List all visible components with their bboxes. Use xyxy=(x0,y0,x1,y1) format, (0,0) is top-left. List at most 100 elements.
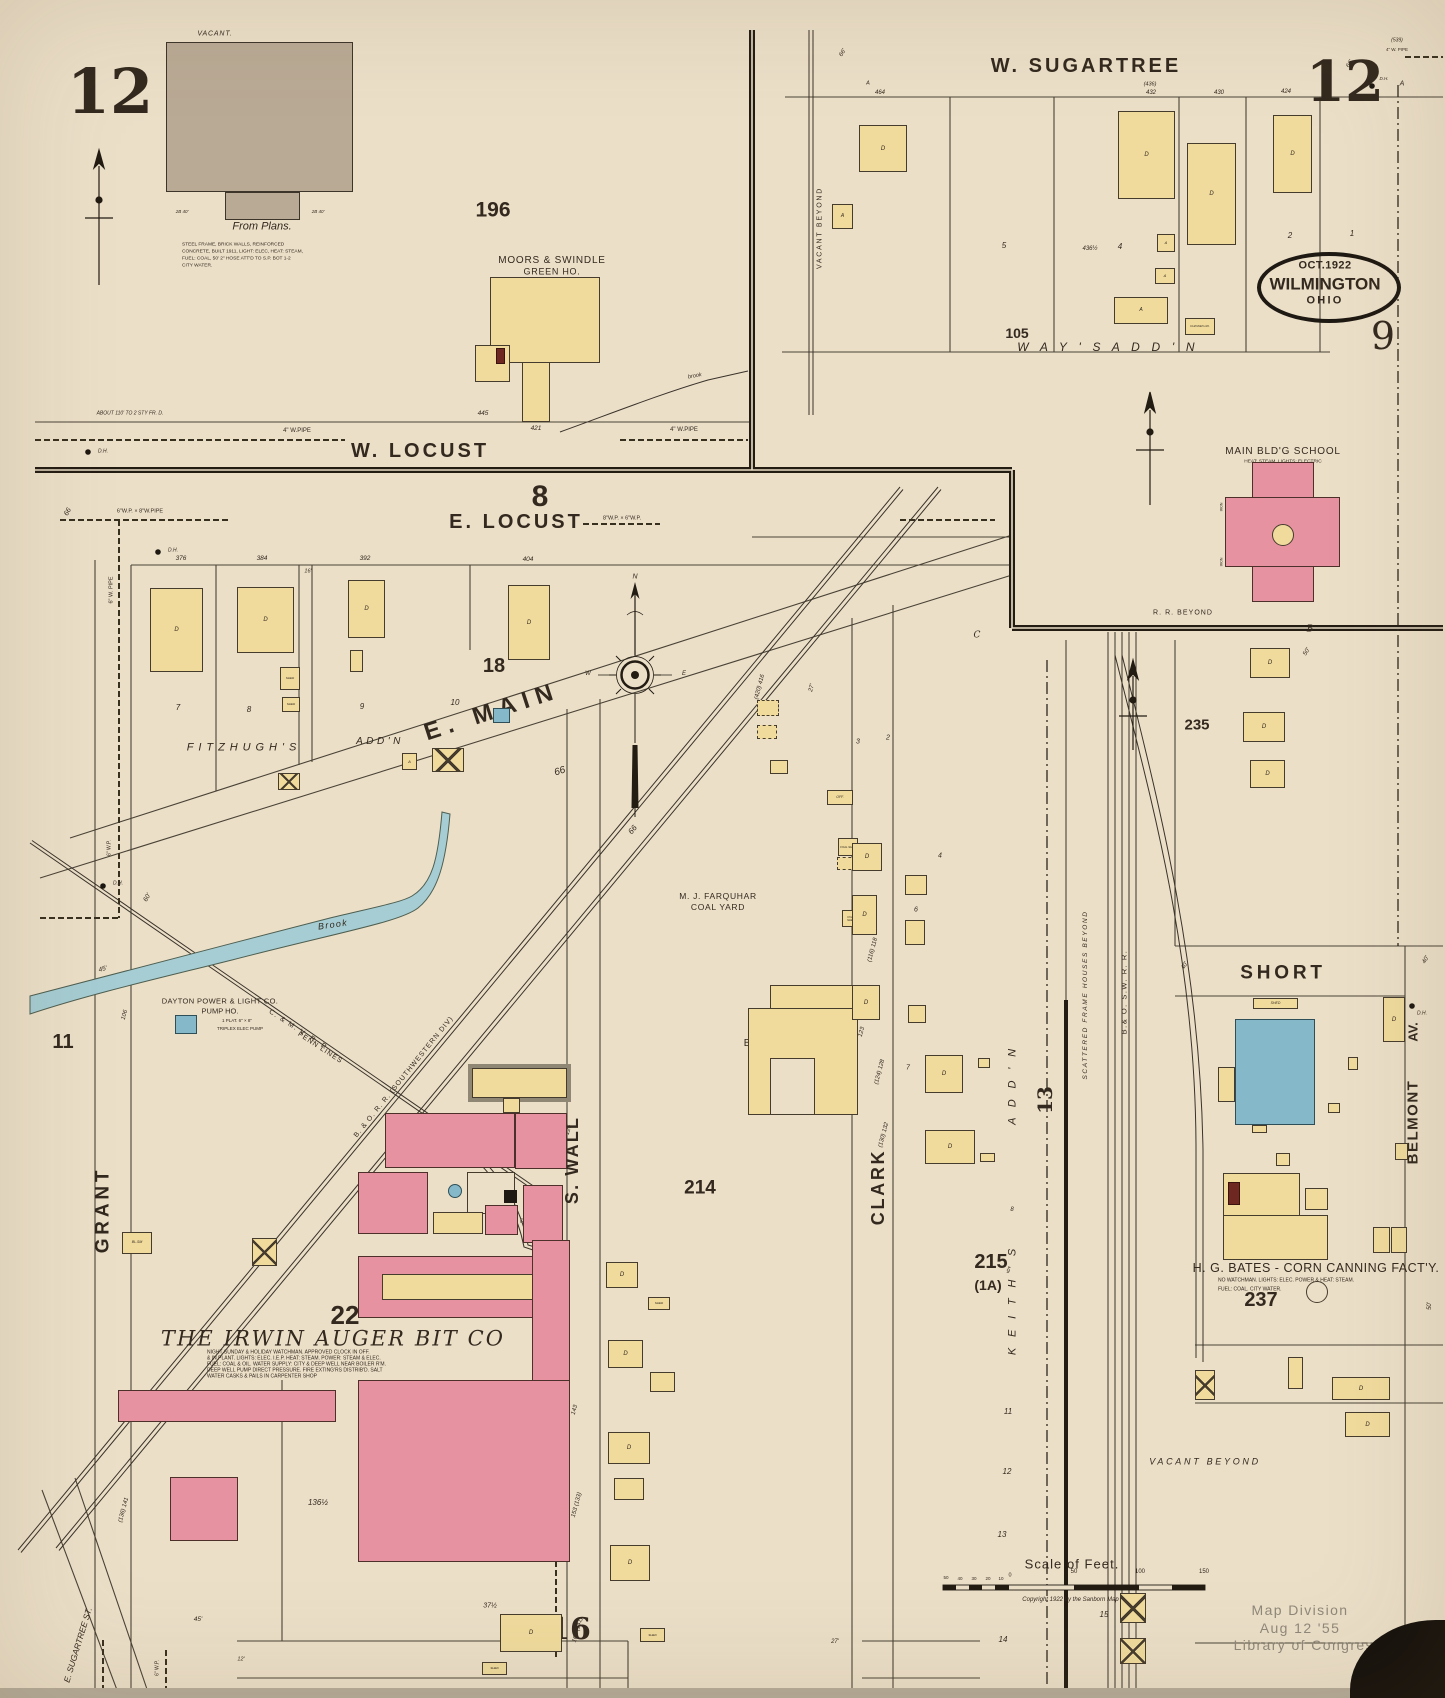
stamp-city: WILMINGTON xyxy=(1269,274,1381,294)
shed-430b: A xyxy=(1155,268,1175,284)
shed-blue-lot10 xyxy=(493,708,510,723)
tick-0: 0 xyxy=(1008,1572,1012,1579)
dwelling-376-label: D xyxy=(174,627,179,633)
dh-3: D.H. xyxy=(113,880,123,887)
shed-392 xyxy=(350,650,363,672)
lot37-dwelling-label: D xyxy=(528,1630,534,1636)
swall-shed-4-label: SHED xyxy=(648,1632,657,1637)
b235-dwelling-2-label: D xyxy=(1261,724,1267,730)
br-dwelling-2: D xyxy=(1345,1412,1390,1437)
block-13: 13 xyxy=(1033,1086,1057,1114)
irwin-note5: WATER CASKS & PAILS IN CARPENTER SHOP xyxy=(207,1373,317,1380)
lot-15-br: 15 xyxy=(1099,1610,1109,1619)
clark-dwelling-2-label: D xyxy=(862,912,867,918)
section-divider-lines xyxy=(35,30,1443,1698)
dim-50-br: 50' xyxy=(1427,1302,1433,1310)
dwelling-392: D xyxy=(348,580,385,638)
lot-k13: 13 xyxy=(997,1530,1007,1539)
lot-1-ways: 1 xyxy=(1349,229,1355,238)
lot-9: 9 xyxy=(359,702,365,711)
pipe-wlocust-r: 4" W.PIPE xyxy=(670,427,698,433)
swall-dwelling-2: D xyxy=(608,1340,643,1368)
ways-addn: W A Y ' S A D D ' N xyxy=(1017,340,1199,354)
bates-note2: FUEL: COAL. CITY WATER. xyxy=(1218,1286,1282,1293)
addr-430: 430 xyxy=(1213,90,1225,96)
block-105: 105 xyxy=(1005,325,1029,341)
swall-dwelling-2-label: D xyxy=(623,1351,628,1357)
clark-shed-5 xyxy=(980,1153,995,1162)
water-pipe-lines xyxy=(35,56,1443,1698)
street-e-locust: E. LOCUST xyxy=(449,511,583,533)
street-short: SHORT xyxy=(1240,962,1326,984)
clark-dwelling-3-label: D xyxy=(863,999,869,1006)
pipe-6-vert2: 6" W.P. xyxy=(106,840,113,856)
ware-annex xyxy=(1218,1067,1235,1102)
addr-436: (436) xyxy=(1143,81,1157,88)
dwelling-464: D xyxy=(859,125,907,172)
br-dwelling-2-label: D xyxy=(1365,1421,1370,1428)
dayton2: PUMP HO. xyxy=(201,1006,239,1016)
swall-dwelling-3: D xyxy=(608,1432,650,1464)
irwin-water-tank xyxy=(448,1184,462,1198)
lot-7: 7 xyxy=(175,703,181,712)
tick-100: 100 xyxy=(1134,1569,1146,1575)
clark-dwelling-4: D xyxy=(925,1055,963,1093)
lot37-shed: SHED xyxy=(482,1662,507,1675)
dwelling-384: D xyxy=(237,587,294,653)
north-arrow-235 xyxy=(1119,657,1147,750)
wc-2 xyxy=(1328,1103,1340,1113)
north-arrows xyxy=(85,147,1164,750)
belmont-dwelling-label: D xyxy=(1391,1016,1397,1023)
rr-beyond: R. R. BEYOND xyxy=(1152,609,1214,617)
irwin-lumber-shed xyxy=(472,1068,567,1098)
pipe-elocust-r: 8"W.P. × 6"W.P. xyxy=(602,515,642,522)
clark-shed-1 xyxy=(905,875,927,895)
chicken-house-label: CHICKEN HO. xyxy=(1190,324,1210,328)
stable-436h-label: A xyxy=(1139,307,1143,313)
dwelling-376: D xyxy=(150,588,203,672)
moors-title2: GREEN HO. xyxy=(523,266,581,277)
stamp-date: OCT.1922 xyxy=(1298,259,1352,272)
stable-436h: A xyxy=(1114,297,1168,324)
blacksmith-grant: BL.SM xyxy=(122,1232,152,1254)
dwelling-464-label: D xyxy=(880,145,886,152)
irwin-coal-shed xyxy=(433,1212,483,1234)
irwin-note3: FUEL: COAL & OIL. WATER SUPPLY: CITY & D… xyxy=(207,1361,386,1368)
irwin-main-building xyxy=(358,1380,570,1562)
lot-k4: 4 xyxy=(938,852,942,860)
shed-384b: SHED xyxy=(282,697,300,712)
dayton-pump-house xyxy=(175,1015,197,1034)
dwelling-392-label: D xyxy=(364,606,369,612)
dayton3: 1 PLAT. 6" × 8" xyxy=(221,1017,253,1023)
pipe-tr: 4" W. PIPE xyxy=(1385,46,1409,52)
shed-430a: A xyxy=(1157,234,1175,252)
block-1a: (1A) xyxy=(974,1277,1002,1293)
block-lines xyxy=(35,96,1443,1698)
fitzhughs-addn: ADD'N xyxy=(356,736,404,747)
canning-office xyxy=(1391,1227,1407,1253)
belmont-shed xyxy=(1395,1143,1408,1160)
main-school-cupola xyxy=(1272,524,1294,546)
clark-dwelling-4-label: D xyxy=(941,1071,947,1077)
stable-lot10-label: A xyxy=(408,758,411,764)
lot-k8: 8 xyxy=(1010,1207,1014,1213)
xshed-lot8 xyxy=(278,773,300,790)
sheet-number-right: 12 xyxy=(1306,49,1384,115)
vacant-beyond-left: VACANT BEYOND xyxy=(816,186,824,270)
shed-430a-label: A xyxy=(1164,240,1168,245)
br-dwelling-1: D xyxy=(1332,1377,1390,1400)
street-clark: CLARK xyxy=(868,1148,888,1226)
irwin-connector xyxy=(503,1098,520,1113)
irwin-steel-rm xyxy=(523,1185,563,1243)
tick-50r: 50 xyxy=(1070,1569,1078,1575)
lot-8: 8 xyxy=(246,705,252,714)
rr-bo-sw: B.& O. S.W. R. R. xyxy=(1119,949,1129,1035)
shed-430b-label: A xyxy=(1163,273,1167,278)
keiths-addn: A D D ' N xyxy=(1006,1045,1019,1125)
block-18: 18 xyxy=(482,655,506,677)
b235-dwelling-1-label: D xyxy=(1267,660,1273,666)
lot-k6: 6 xyxy=(914,906,918,914)
irwin-carpenter-shop xyxy=(385,1113,515,1168)
tick-150: 150 xyxy=(1198,1569,1210,1575)
